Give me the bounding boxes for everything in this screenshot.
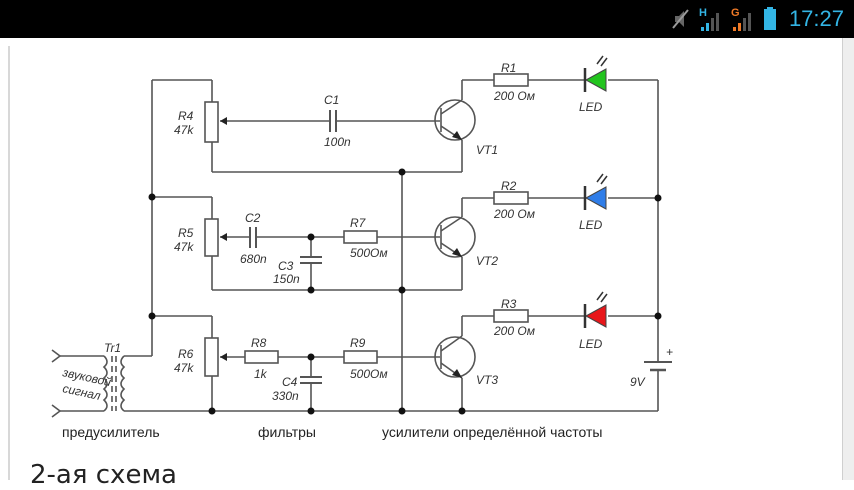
signal-h-icon: H bbox=[699, 7, 719, 31]
r5-value: 47k bbox=[174, 240, 194, 254]
r6-potentiometer bbox=[204, 337, 219, 377]
r8-value: 1k bbox=[254, 367, 268, 381]
vt1-label: VT1 bbox=[476, 143, 498, 157]
r7-value: 500Ом bbox=[350, 246, 388, 260]
r2-label: R2 bbox=[501, 179, 517, 193]
r2-value: 200 Ом bbox=[493, 207, 535, 221]
status-bar: H G 17:27 bbox=[0, 0, 854, 38]
content-border bbox=[8, 46, 10, 480]
section-preamp: предусилитель bbox=[62, 424, 160, 440]
led-red bbox=[583, 291, 608, 328]
c3-value: 150n bbox=[273, 272, 300, 286]
vt3-label: VT3 bbox=[476, 373, 498, 387]
circuit-schematic[interactable]: R4 47k C1 100n VT1 R1 200 Ом LED R5 47k … bbox=[0, 38, 842, 458]
battery-plus: + bbox=[666, 345, 673, 359]
c1-value: 100n bbox=[324, 135, 351, 149]
r7-resistor bbox=[343, 230, 378, 244]
r6-label: R6 bbox=[178, 347, 194, 361]
r9-label: R9 bbox=[350, 336, 366, 350]
c3-label: C3 bbox=[278, 259, 294, 273]
signal-g-icon: G bbox=[731, 7, 751, 31]
r4-label: R4 bbox=[178, 109, 194, 123]
led-blue bbox=[583, 173, 608, 210]
r9-value: 500Ом bbox=[350, 367, 388, 381]
led-green bbox=[583, 55, 608, 92]
r1-resistor bbox=[493, 73, 529, 87]
mute-icon bbox=[672, 9, 689, 29]
r9-resistor bbox=[343, 350, 378, 364]
led2-label: LED bbox=[579, 218, 603, 232]
r4-potentiometer bbox=[204, 101, 219, 143]
r4-value: 47k bbox=[174, 123, 194, 137]
r3-resistor bbox=[493, 309, 529, 323]
r5-potentiometer bbox=[204, 218, 219, 257]
section-amplifiers: усилители определённой частоты bbox=[382, 424, 602, 440]
page-content[interactable]: R4 47k C1 100n VT1 R1 200 Ом LED R5 47k … bbox=[0, 38, 854, 490]
c4-value: 330n bbox=[272, 389, 299, 403]
tr1-label: Tr1 bbox=[104, 341, 121, 355]
c2-label: C2 bbox=[245, 211, 261, 225]
article-heading: 2-ая схема bbox=[30, 460, 177, 490]
r3-value: 200 Ом bbox=[493, 324, 535, 338]
led1-label: LED bbox=[579, 100, 603, 114]
c1-label: C1 bbox=[324, 93, 339, 107]
network-type-h: H bbox=[699, 7, 707, 19]
scrollbar-track[interactable] bbox=[842, 38, 854, 480]
vt2-label: VT2 bbox=[476, 254, 498, 268]
c4-label: C4 bbox=[282, 375, 298, 389]
r8-label: R8 bbox=[251, 336, 267, 350]
r2-resistor bbox=[493, 191, 529, 205]
clock: 17:27 bbox=[788, 6, 844, 31]
r7-label: R7 bbox=[350, 216, 367, 230]
c2-value: 680n bbox=[240, 252, 267, 266]
r1-label: R1 bbox=[501, 61, 516, 75]
r8-resistor bbox=[244, 350, 279, 364]
r5-label: R5 bbox=[178, 226, 194, 240]
led3-label: LED bbox=[579, 337, 603, 351]
r6-value: 47k bbox=[174, 361, 194, 375]
section-filters: фильтры bbox=[258, 424, 316, 440]
battery-voltage: 9V bbox=[630, 375, 646, 389]
network-type-g: G bbox=[731, 7, 740, 19]
r3-label: R3 bbox=[501, 297, 517, 311]
r1-value: 200 Ом bbox=[493, 89, 535, 103]
battery-icon bbox=[763, 7, 776, 30]
